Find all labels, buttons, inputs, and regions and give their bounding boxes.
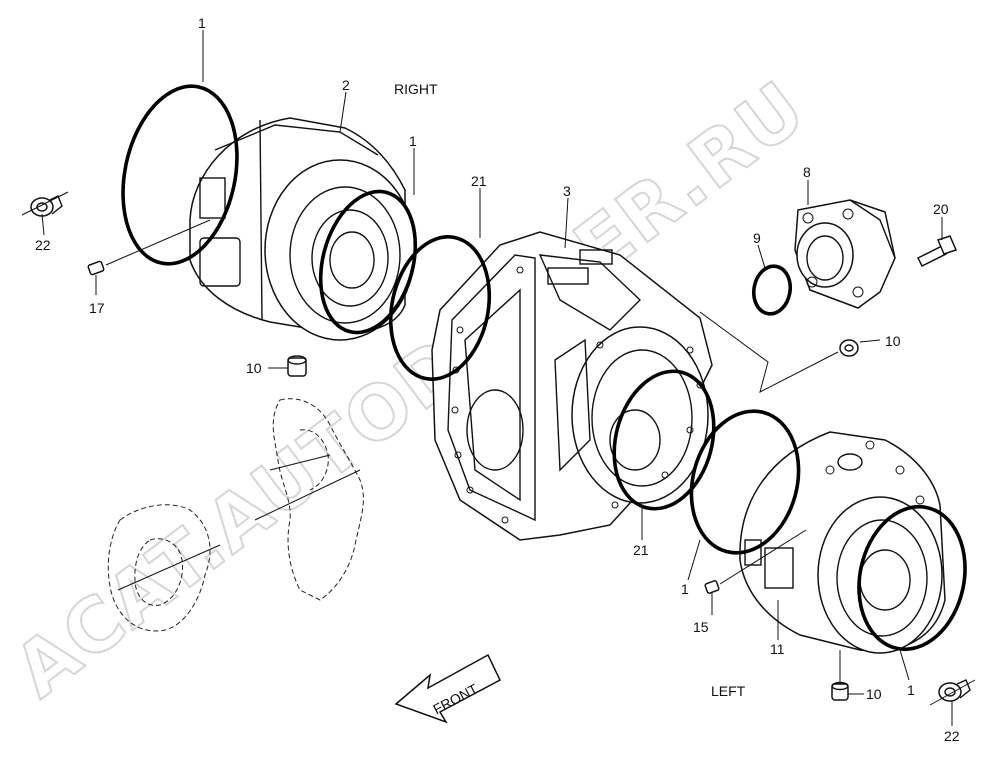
part-label-21: 21 bbox=[471, 173, 487, 189]
part-label-9: 9 bbox=[753, 230, 761, 246]
o-rings bbox=[121, 84, 967, 652]
plug-15 bbox=[704, 580, 720, 594]
part-label-15: 15 bbox=[693, 619, 709, 635]
part-labels: 1 2 1 21 3 8 20 9 22 17 10 10 21 1 15 11… bbox=[35, 15, 960, 744]
leader-lines bbox=[21, 30, 976, 726]
part-label-22: 22 bbox=[944, 728, 960, 744]
part-label-11: 11 bbox=[770, 641, 785, 657]
part-label-1: 1 bbox=[198, 15, 206, 31]
left-hub-housing bbox=[739, 431, 946, 654]
right-hub-housing bbox=[189, 117, 416, 341]
part-label-8: 8 bbox=[803, 164, 811, 180]
part-label-10: 10 bbox=[885, 333, 901, 349]
plug-22-upper bbox=[30, 195, 63, 217]
plug-10-bottom bbox=[831, 681, 849, 701]
part-label-10: 10 bbox=[866, 686, 882, 702]
front-arrow: FRONT bbox=[394, 653, 501, 724]
bolt-20 bbox=[916, 235, 958, 268]
plug-10-left bbox=[287, 355, 307, 377]
part-label-1: 1 bbox=[681, 581, 689, 597]
center-housing bbox=[431, 231, 713, 541]
part-label-10: 10 bbox=[246, 360, 262, 376]
plug-17 bbox=[87, 260, 105, 276]
left-side-caption: LEFT bbox=[711, 683, 746, 699]
part-label-21: 21 bbox=[633, 542, 649, 558]
flange-cover bbox=[794, 199, 896, 309]
part-label-3: 3 bbox=[563, 183, 571, 199]
right-side-caption: RIGHT bbox=[394, 81, 438, 97]
part-label-20: 20 bbox=[933, 201, 949, 217]
fasteners bbox=[30, 195, 971, 702]
part-label-17: 17 bbox=[89, 300, 105, 316]
part-label-1: 1 bbox=[409, 133, 417, 149]
plug-10-right bbox=[839, 339, 859, 357]
part-label-22: 22 bbox=[35, 237, 51, 253]
phantom-outline bbox=[107, 398, 364, 632]
part-label-2: 2 bbox=[342, 77, 350, 93]
plug-22-lower bbox=[938, 679, 971, 702]
part-label-1: 1 bbox=[907, 682, 915, 698]
